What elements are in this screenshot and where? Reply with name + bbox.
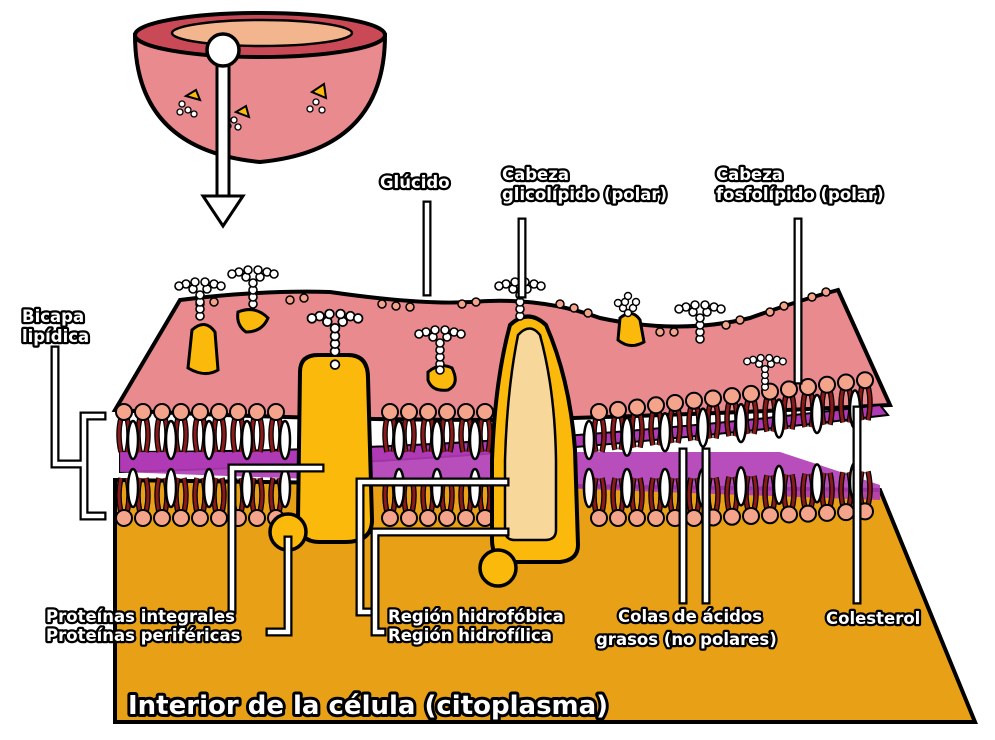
cholesterol-upper (242, 421, 252, 459)
cholesterol-upper (698, 409, 708, 447)
cholesterol-lower (280, 469, 290, 507)
cholesterol-upper (660, 413, 670, 451)
cholesterol-upper (470, 421, 480, 459)
cholesterol-lower (204, 469, 214, 507)
label-interior-celula: Interior de la célula (citoplasma) (128, 691, 608, 721)
cholesterol-upper (774, 400, 784, 438)
label-proteinas-perifericas: Proteínas periféricas (46, 626, 241, 645)
label-proteinas-integrales: Proteínas integrales (46, 607, 235, 626)
cholesterol-upper (280, 421, 290, 459)
cholesterol-upper (622, 418, 632, 456)
cholesterol-lower (394, 469, 404, 507)
cholesterol-upper (166, 421, 176, 459)
cell-overview-icon (135, 13, 385, 162)
label-colas-line1: Colas de ácidos (618, 607, 762, 626)
label-cabeza-fosfolipido-line2: fosfolípido (polar) (716, 185, 884, 204)
surface-protein-1 (188, 324, 218, 373)
label-cabeza-fosfolipido-line1: Cabeza (716, 165, 783, 184)
cholesterol-lower (660, 469, 670, 507)
cholesterol-upper (128, 421, 138, 459)
cholesterol-lower (242, 469, 252, 507)
cholesterol-lower (470, 469, 480, 507)
surface-protein-4 (618, 313, 644, 345)
label-colesterol: Colesterol (826, 609, 920, 628)
cholesterol-upper (812, 395, 822, 433)
cholesterol-lower (166, 469, 176, 507)
cholesterol-upper (736, 404, 746, 442)
peripheral-protein-center (480, 550, 516, 586)
label-region-hidrofilica: Región hidrofílica (388, 626, 552, 645)
cholesterol-lower (774, 466, 784, 504)
label-cabeza-glicolipido-line1: Cabeza (502, 165, 569, 184)
label-bicapa-line1: Bicapa (22, 307, 84, 326)
cholesterol-lower (622, 469, 632, 507)
cholesterol-upper (394, 421, 404, 459)
cholesterol-lower (736, 467, 746, 505)
cholesterol-lower (812, 464, 822, 502)
cholesterol-lower (432, 469, 442, 507)
label-colas-line2: grasos (no polares) (596, 630, 777, 649)
cholesterol-upper (204, 421, 214, 459)
cholesterol-lower (128, 469, 138, 507)
cholesterol-lower (584, 469, 594, 507)
label-bicapa-line2: lipídica (22, 327, 89, 346)
label-glucido: Glúcido (380, 173, 450, 192)
label-region-hidrofobica: Región hidrofóbica (388, 607, 564, 626)
label-cabeza-glicolipido-line2: glicolípido (polar) (502, 185, 667, 204)
cholesterol-upper (432, 421, 442, 459)
cholesterol-upper (584, 421, 594, 459)
